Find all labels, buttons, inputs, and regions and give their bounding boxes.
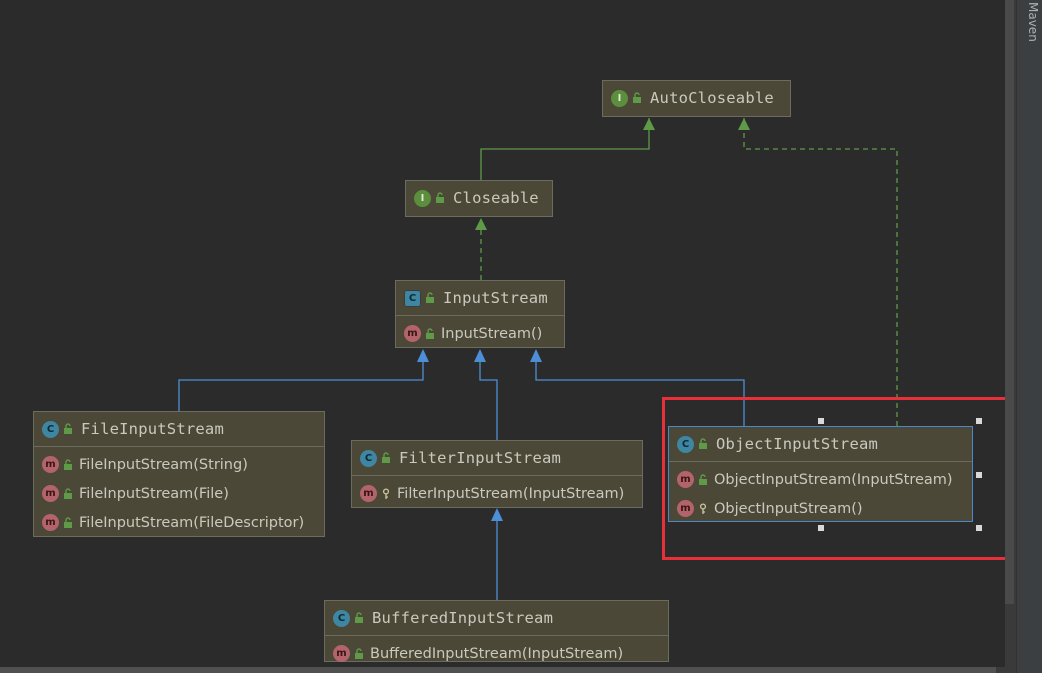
- member-list: m FileInputStream(String) m FileInputStr…: [34, 446, 324, 539]
- member-row[interactable]: m FileInputStream(String): [34, 450, 324, 479]
- method-icon: m: [677, 500, 694, 517]
- member-name: InputStream(): [441, 325, 543, 342]
- method-icon: m: [677, 471, 694, 488]
- method-icon: m: [360, 485, 377, 502]
- method-icon: m: [42, 485, 59, 502]
- member-list: m ObjectInputStream(InputStream) m Objec…: [669, 461, 972, 525]
- public-lock-icon: [355, 647, 363, 659]
- public-lock-icon: [633, 92, 641, 103]
- public-lock-icon: [699, 438, 707, 449]
- inheritance-links: [178, 118, 898, 600]
- public-lock-icon: [426, 327, 434, 339]
- class-name: FileInputStream: [81, 420, 224, 438]
- node-autocloseable[interactable]: I AutoCloseable: [602, 80, 791, 117]
- public-lock-icon: [64, 423, 72, 434]
- resize-handle[interactable]: [818, 418, 824, 424]
- member-name: FilterInputStream(InputStream): [397, 485, 625, 502]
- resize-handle[interactable]: [976, 525, 982, 531]
- interface-icon: I: [611, 89, 628, 107]
- public-lock-icon: [436, 192, 444, 203]
- node-bufferedinputstream[interactable]: C BufferedInputStream m BufferedInputStr…: [324, 600, 669, 662]
- member-row[interactable]: m ObjectInputStream(InputStream): [669, 465, 972, 494]
- member-name: ObjectInputStream(): [714, 500, 863, 517]
- member-name: FileInputStream(String): [79, 456, 248, 473]
- interface-icon: I: [414, 189, 431, 207]
- node-objectinputstream[interactable]: C ObjectInputStream m ObjectInputStream(…: [668, 426, 973, 522]
- node-filterinputstream[interactable]: C FilterInputStream m FilterInputStream(…: [351, 440, 643, 508]
- link-fileinputstream-inputstream: [178, 362, 424, 411]
- class-icon: C: [333, 609, 350, 627]
- protected-key-icon: [699, 502, 707, 514]
- member-row[interactable]: m FilterInputStream(InputStream): [352, 479, 642, 508]
- member-list: m FilterInputStream(InputStream): [352, 475, 642, 510]
- link-closeable-autocloseable: [480, 118, 650, 180]
- public-lock-icon: [64, 516, 72, 528]
- class-icon: C: [360, 449, 377, 467]
- public-lock-icon: [64, 487, 72, 499]
- member-row[interactable]: m ObjectInputStream(): [669, 494, 972, 523]
- class-name: InputStream: [443, 289, 548, 307]
- member-list: m BufferedInputStream(InputStream): [325, 635, 668, 670]
- node-closeable[interactable]: I Closeable: [405, 180, 553, 217]
- abstract-class-icon: C: [404, 289, 421, 307]
- link-objectinputstream-inputstream: [535, 362, 745, 426]
- class-icon: C: [42, 420, 59, 438]
- link-filterinputstream-inputstream: [479, 362, 498, 440]
- link-objectinputstream-autocloseable: [743, 118, 898, 426]
- right-tool-window-strip: [1016, 0, 1042, 673]
- resize-handle[interactable]: [976, 472, 982, 478]
- highlight-annotation-box: [662, 397, 1019, 560]
- member-row[interactable]: m FileInputStream(FileDescriptor): [34, 508, 324, 537]
- method-icon: m: [404, 325, 421, 342]
- public-lock-icon: [382, 452, 390, 463]
- member-list: m InputStream(): [396, 315, 564, 350]
- resize-handle[interactable]: [976, 418, 982, 424]
- class-icon: C: [677, 435, 694, 453]
- protected-key-icon: [382, 487, 390, 499]
- member-name: FileInputStream(FileDescriptor): [79, 514, 305, 531]
- member-row[interactable]: m BufferedInputStream(InputStream): [325, 639, 668, 668]
- node-inputstream[interactable]: C InputStream m InputStream(): [395, 280, 565, 348]
- horizontal-scrollbar-thumb[interactable]: [0, 667, 996, 673]
- member-name: FileInputStream(File): [79, 485, 229, 502]
- public-lock-icon: [699, 473, 707, 485]
- member-name: BufferedInputStream(InputStream): [370, 645, 624, 662]
- member-row[interactable]: m FileInputStream(File): [34, 479, 324, 508]
- class-name: FilterInputStream: [399, 449, 562, 467]
- node-fileinputstream[interactable]: C FileInputStream m FileInputStream(Stri…: [33, 411, 325, 537]
- class-name: BufferedInputStream: [372, 609, 554, 627]
- method-icon: m: [333, 645, 350, 662]
- public-lock-icon: [355, 612, 363, 623]
- class-name: Closeable: [453, 189, 539, 207]
- vertical-scrollbar-thumb[interactable]: [1005, 0, 1014, 604]
- member-row[interactable]: m InputStream(): [396, 319, 564, 348]
- member-name: ObjectInputStream(InputStream): [714, 471, 953, 488]
- public-lock-icon: [426, 292, 434, 303]
- class-name: AutoCloseable: [650, 89, 774, 107]
- public-lock-icon: [64, 458, 72, 470]
- maven-tool-tab[interactable]: Maven: [1026, 2, 1040, 42]
- method-icon: m: [42, 456, 59, 473]
- resize-handle[interactable]: [818, 525, 824, 531]
- class-name: ObjectInputStream: [716, 435, 879, 453]
- method-icon: m: [42, 514, 59, 531]
